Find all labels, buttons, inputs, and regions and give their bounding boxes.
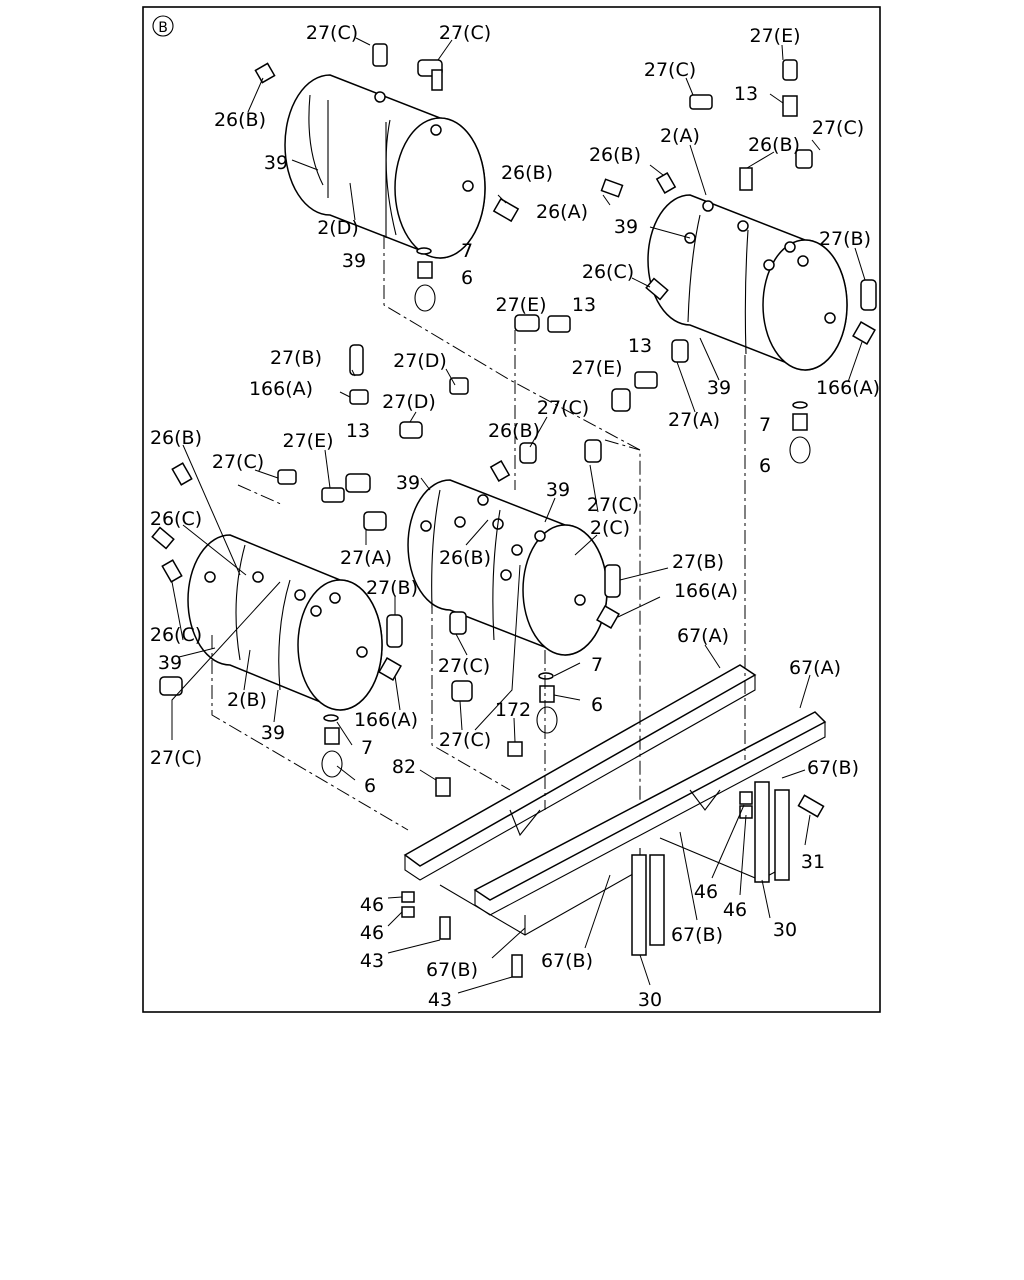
part-label: 27(C) xyxy=(537,397,589,419)
air-tank-2a xyxy=(647,194,848,371)
part-label: 27(E) xyxy=(571,357,622,379)
part-label: 13 xyxy=(346,420,370,442)
part-label: 2(A) xyxy=(660,125,700,147)
part-label: 27(C) xyxy=(150,747,202,769)
part-label: 46 xyxy=(360,922,384,944)
part-label: 39 xyxy=(158,652,182,674)
view-marker: B xyxy=(152,15,174,37)
part-label: 27(D) xyxy=(393,350,447,372)
part-label: 13 xyxy=(734,83,758,105)
part-label: 27(B) xyxy=(270,347,322,369)
fitting-group-tank-2d xyxy=(254,43,520,312)
air-tank-2b xyxy=(187,534,383,711)
part-label: 46 xyxy=(694,881,718,903)
part-label: 7 xyxy=(461,240,473,262)
part-label: 27(C) xyxy=(439,729,491,751)
part-label: 67(B) xyxy=(671,924,723,946)
part-label: 27(C) xyxy=(212,451,264,473)
part-label: 39 xyxy=(261,722,285,744)
part-label: 82 xyxy=(392,756,416,778)
part-label: 31 xyxy=(801,851,825,873)
part-label: 27(B) xyxy=(366,577,418,599)
part-label: 67(B) xyxy=(807,757,859,779)
part-label: 30 xyxy=(638,989,662,1011)
part-label: 26(B) xyxy=(501,162,553,184)
part-label: 27(C) xyxy=(306,22,358,44)
part-label: 7 xyxy=(759,414,771,436)
part-label: 43 xyxy=(428,989,452,1011)
part-label: 30 xyxy=(773,919,797,941)
part-label: 26(C) xyxy=(150,624,202,646)
part-label: 67(A) xyxy=(789,657,841,679)
part-label: 27(C) xyxy=(438,655,490,677)
part-label: 43 xyxy=(360,950,384,972)
part-label: 6 xyxy=(364,775,376,797)
fitting-group-tank-2c xyxy=(349,314,689,797)
part-label: 27(C) xyxy=(587,494,639,516)
part-label: 26(B) xyxy=(150,427,202,449)
part-label: 166(A) xyxy=(354,709,418,731)
part-label: 172 xyxy=(495,699,531,721)
air-tank-2c xyxy=(407,479,608,656)
part-label: 2(C) xyxy=(590,517,630,539)
part-label: 2(D) xyxy=(317,217,359,239)
part-label: 67(B) xyxy=(541,950,593,972)
fitting-group-tank-2a xyxy=(600,59,877,464)
part-label: 26(C) xyxy=(150,508,202,530)
part-label: 166(A) xyxy=(674,580,738,602)
part-label: 27(C) xyxy=(644,59,696,81)
part-label: 166(A) xyxy=(249,378,313,400)
part-label: 39 xyxy=(264,152,288,174)
guide-lines xyxy=(211,235,746,831)
part-label: 27(E) xyxy=(495,294,546,316)
part-label: 67(A) xyxy=(677,625,729,647)
part-label: 27(A) xyxy=(340,547,392,569)
part-label: 27(B) xyxy=(672,551,724,573)
air-tank-2d xyxy=(284,74,486,259)
part-label: 67(B) xyxy=(426,959,478,981)
part-label: 26(C) xyxy=(582,261,634,283)
view-marker-letter: B xyxy=(158,20,168,36)
part-label: 27(B) xyxy=(819,228,871,250)
part-label: 39 xyxy=(396,472,420,494)
part-label: 26(B) xyxy=(589,144,641,166)
callout-labels: 27(C)27(C)26(B)392(D)3926(B)7627(E)27(C)… xyxy=(150,22,880,1011)
part-label: 6 xyxy=(461,267,473,289)
part-label: 39 xyxy=(707,377,731,399)
diagram-frame xyxy=(142,6,881,1013)
part-label: 6 xyxy=(591,694,603,716)
part-label: 27(C) xyxy=(812,117,864,139)
part-label: 13 xyxy=(628,335,652,357)
part-label: 27(D) xyxy=(382,391,436,413)
part-label: 7 xyxy=(591,654,603,676)
part-label: 13 xyxy=(572,294,596,316)
part-label: 39 xyxy=(342,250,366,272)
part-label: 39 xyxy=(546,479,570,501)
part-label: 39 xyxy=(614,216,638,238)
part-label: 27(A) xyxy=(668,409,720,431)
part-label: 7 xyxy=(361,737,373,759)
part-label: 2(B) xyxy=(227,689,267,711)
part-label: 6 xyxy=(759,455,771,477)
part-label: 46 xyxy=(723,899,747,921)
part-label: 26(B) xyxy=(488,420,540,442)
part-label: 26(A) xyxy=(536,201,588,223)
part-label: 27(E) xyxy=(749,25,800,47)
part-label: 27(E) xyxy=(282,430,333,452)
mounting-brackets xyxy=(401,664,827,978)
leader-lines xyxy=(171,37,866,994)
part-label: 27(C) xyxy=(439,22,491,44)
part-label: 26(B) xyxy=(214,109,266,131)
part-label: 46 xyxy=(360,894,384,916)
part-label: 26(B) xyxy=(748,134,800,156)
part-label: 26(B) xyxy=(439,547,491,569)
part-label: 166(A) xyxy=(816,377,880,399)
